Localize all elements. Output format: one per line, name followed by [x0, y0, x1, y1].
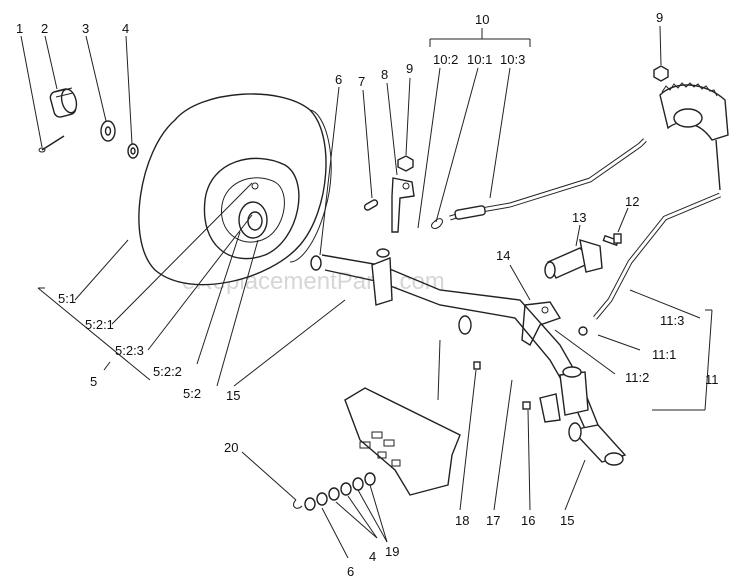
callout-3: 3 — [82, 21, 89, 36]
callout-10: 10 — [475, 12, 489, 27]
callout-14: 14 — [496, 248, 510, 263]
part-cotter-pin — [38, 135, 65, 153]
part-pivot-bracket — [539, 366, 589, 423]
callout-19: 19 — [385, 544, 399, 559]
callout-5-2: 5:2 — [183, 386, 201, 401]
part-adjust-rod — [449, 138, 647, 221]
callout-15-left: 15 — [226, 388, 240, 403]
callout-4: 4 — [122, 21, 129, 36]
callout-10-1: 10:1 — [467, 52, 492, 67]
callout-10-3: 10:3 — [500, 52, 525, 67]
part-frame-nut — [473, 361, 481, 370]
callout-1: 1 — [16, 21, 23, 36]
part-wheel-assembly — [138, 93, 332, 286]
callout-4-bottom: 4 — [369, 549, 376, 564]
part-quadrant-nut — [653, 65, 669, 82]
callout-9: 9 — [406, 61, 413, 76]
part-axle-washer — [310, 255, 322, 271]
part-axle-frame — [321, 248, 601, 441]
callout-5-1: 5:1 — [58, 291, 76, 306]
part-washer-stack — [293, 472, 376, 511]
part-height-quadrant — [659, 82, 729, 191]
callout-2: 2 — [41, 21, 48, 36]
callout-9-quadrant: 9 — [656, 10, 663, 25]
part-clevis-pin — [363, 199, 379, 211]
callout-5-2-2: 5:2:2 — [153, 364, 182, 379]
callout-11-1: 11:1 — [652, 347, 676, 362]
callout-8: 8 — [381, 67, 388, 82]
callout-20: 20 — [224, 440, 238, 455]
callout-5: 5 — [90, 374, 97, 389]
leader-lines — [20, 25, 713, 559]
callout-15-right: 15 — [560, 513, 574, 528]
callout-5-2-1: 5:2:1 — [85, 317, 114, 332]
callout-7: 7 — [358, 74, 365, 89]
callout-16: 16 — [521, 513, 535, 528]
callout-11: 11 — [705, 372, 719, 387]
part-washer — [100, 120, 116, 142]
callout-10-2: 10:2 — [433, 52, 458, 67]
part-link-rod — [593, 192, 721, 320]
callout-13: 13 — [572, 210, 586, 225]
callout-5-2-3: 5:2:3 — [115, 343, 144, 358]
callout-18: 18 — [455, 513, 469, 528]
part-height-lever — [391, 177, 415, 233]
callout-12: 12 — [625, 194, 639, 209]
part-small-nut — [522, 401, 531, 410]
callout-11-3: 11:3 — [660, 313, 684, 328]
part-lock-nut — [397, 155, 414, 172]
callout-6-bottom: 6 — [347, 564, 354, 579]
callout-11-2: 11:2 — [625, 370, 649, 385]
part-washer-small — [127, 143, 139, 159]
callout-6: 6 — [335, 72, 342, 87]
part-hub-cap — [49, 87, 78, 118]
part-rod-nut — [578, 326, 588, 336]
part-bolt — [602, 233, 622, 247]
callout-labels: 1 2 3 4 6 7 8 9 10 10:2 10:1 10:3 9 13 1… — [16, 10, 719, 579]
callout-17: 17 — [486, 513, 500, 528]
part-axle-stub — [568, 422, 627, 466]
part-pivot-tube — [544, 238, 603, 279]
part-shield-plate — [344, 387, 461, 496]
part-spring-clip — [431, 218, 443, 229]
